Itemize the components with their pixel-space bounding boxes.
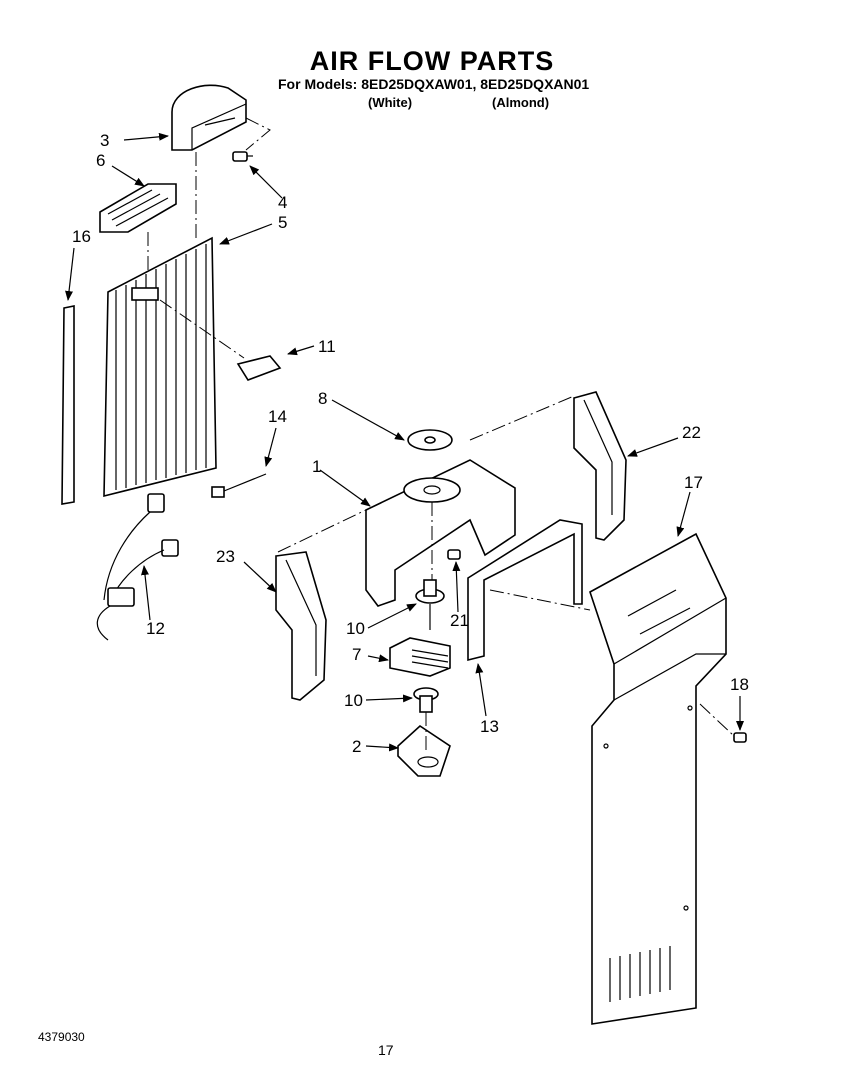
part-8-fan-blade xyxy=(407,429,453,451)
callout-4: 4 xyxy=(278,193,287,212)
callout-10-lower: 10 xyxy=(344,691,363,710)
part-5-evaporator-cover xyxy=(103,236,217,498)
part-7-fan-motor xyxy=(389,604,451,677)
part-17-air-duct xyxy=(589,532,727,1025)
callout-22: 22 xyxy=(682,423,701,442)
callout-18: 18 xyxy=(730,675,749,694)
callout-labels: 3 6 4 5 16 11 8 14 22 1 17 23 21 12 10 7… xyxy=(72,131,749,756)
callout-6: 6 xyxy=(96,151,105,170)
part-21-screw xyxy=(447,549,461,560)
part-1-fan-shroud xyxy=(365,459,516,607)
callout-13: 13 xyxy=(480,717,499,736)
document-number: 4379030 xyxy=(38,1030,85,1044)
part-4-screw xyxy=(232,151,253,162)
alignment-lines xyxy=(147,117,735,752)
part-6-grille xyxy=(99,183,177,233)
page-number: 17 xyxy=(378,1042,394,1058)
variant-white: (White) xyxy=(368,95,413,110)
callout-11: 11 xyxy=(318,337,336,356)
callout-21: 21 xyxy=(450,611,469,630)
callout-5: 5 xyxy=(278,213,287,232)
callout-8: 8 xyxy=(318,389,327,408)
part-14-bolt xyxy=(211,473,267,498)
part-23-left-baffle xyxy=(275,551,327,701)
part-10-grommet-upper xyxy=(415,579,445,604)
part-3-duct-cover xyxy=(171,84,247,151)
callout-3: 3 xyxy=(100,131,109,150)
callout-2: 2 xyxy=(352,737,361,756)
callout-12: 12 xyxy=(146,619,165,638)
callout-1: 1 xyxy=(312,457,321,476)
part-18-screw xyxy=(733,732,747,743)
callout-14: 14 xyxy=(268,407,287,426)
leader-lines xyxy=(65,132,744,752)
variant-almond: (Almond) xyxy=(492,95,550,110)
model-numbers: For Models: 8ED25DQXAW01, 8ED25DQXAN01 xyxy=(278,76,590,92)
part-16-gasket-strip xyxy=(61,305,75,505)
callout-17: 17 xyxy=(684,473,703,492)
part-22-right-baffle xyxy=(573,391,627,541)
callout-16: 16 xyxy=(72,227,91,246)
part-11-clip xyxy=(236,355,282,381)
callout-10-upper: 10 xyxy=(346,619,365,638)
callout-23: 23 xyxy=(216,547,235,566)
part-2-motor-bracket xyxy=(397,724,451,777)
part-10-grommet-lower xyxy=(413,687,439,713)
part-13-u-channel xyxy=(467,519,583,662)
part-12-wire-harness xyxy=(96,493,179,641)
callout-7: 7 xyxy=(352,645,361,664)
page-title: AIR FLOW PARTS xyxy=(309,46,555,76)
